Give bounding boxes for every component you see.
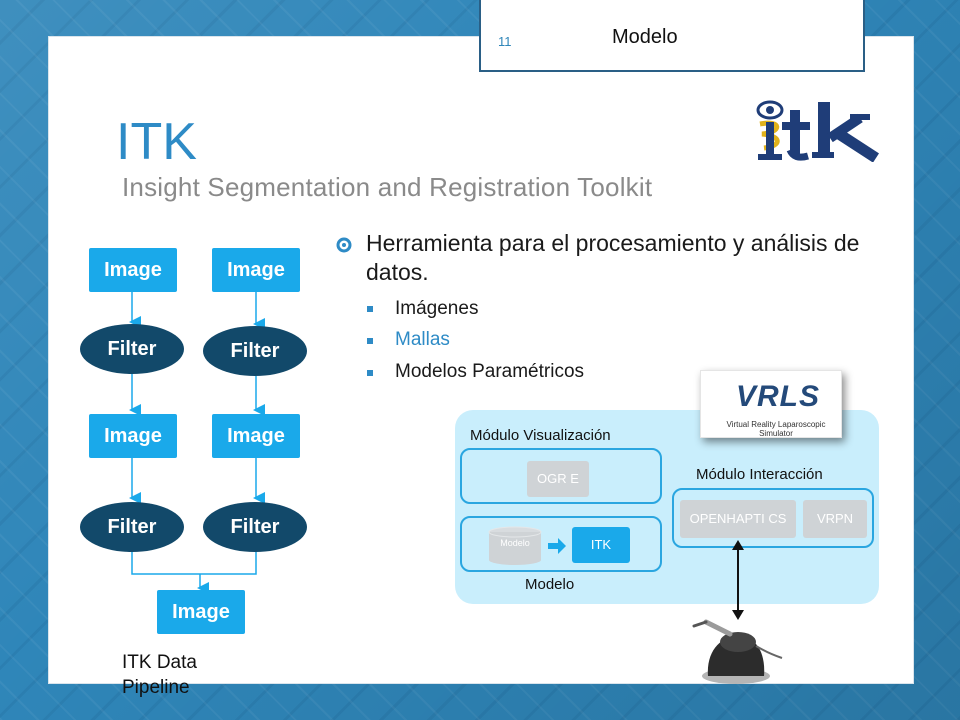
openhaptics-block: OPENHAPTI CS — [680, 500, 796, 538]
database-icon — [488, 526, 542, 565]
pipeline-connectors — [129, 292, 265, 594]
arrow-right-icon — [548, 538, 566, 554]
header-tab — [479, 0, 865, 72]
pipeline-image-node: Image — [89, 414, 177, 458]
vrls-logo-name: VRLS — [736, 380, 821, 413]
square-bullet-icon — [367, 306, 373, 312]
vrls-logo-subtitle: Virtual Reality Laparoscopic Simulator — [726, 420, 826, 438]
label-modulo-interaccion: Módulo Interacción — [696, 466, 823, 483]
pipeline-filter-node: Filter — [80, 502, 184, 552]
slide-subtitle: Insight Segmentation and Registration To… — [122, 172, 653, 202]
pipeline-image-output: Image — [157, 590, 245, 634]
label-modulo-visualizacion: Módulo Visualización — [470, 427, 611, 444]
pipeline-caption: ITK Data Pipeline — [122, 652, 197, 698]
sub-bullet-mallas: Mallas — [395, 329, 450, 350]
square-bullet-icon — [367, 338, 373, 344]
square-bullet-icon — [367, 370, 373, 376]
slide-number: 11 — [498, 34, 512, 49]
vrpn-block: VRPN — [803, 500, 867, 538]
label-modelo: Modelo — [525, 576, 575, 593]
bullet-main: Herramienta para el procesamiento y anál… — [366, 230, 860, 285]
pipeline-image-node: Image — [212, 248, 300, 292]
itk-block: ITK — [572, 527, 630, 563]
sub-bullet-imagenes: Imágenes — [395, 298, 479, 319]
database-label: Modelo — [500, 538, 530, 548]
itk-logo — [756, 100, 879, 162]
pipeline-filter-node: Filter — [203, 502, 307, 552]
ogre-block: OGR E — [527, 461, 589, 497]
pipeline-image-node: Image — [212, 414, 300, 458]
haptic-connector — [732, 540, 744, 620]
pipeline-image-node: Image — [89, 248, 177, 292]
pipeline-filter-node: Filter — [80, 324, 184, 374]
haptic-device-icon — [692, 619, 783, 684]
flower-bullet-icon — [336, 237, 352, 253]
vrls-logo-card — [700, 370, 842, 438]
tab-title: Modelo — [612, 26, 678, 48]
slide-title: ITK — [116, 113, 197, 171]
pipeline-filter-node: Filter — [203, 326, 307, 376]
sub-bullet-modelos: Modelos Paramétricos — [395, 361, 585, 382]
